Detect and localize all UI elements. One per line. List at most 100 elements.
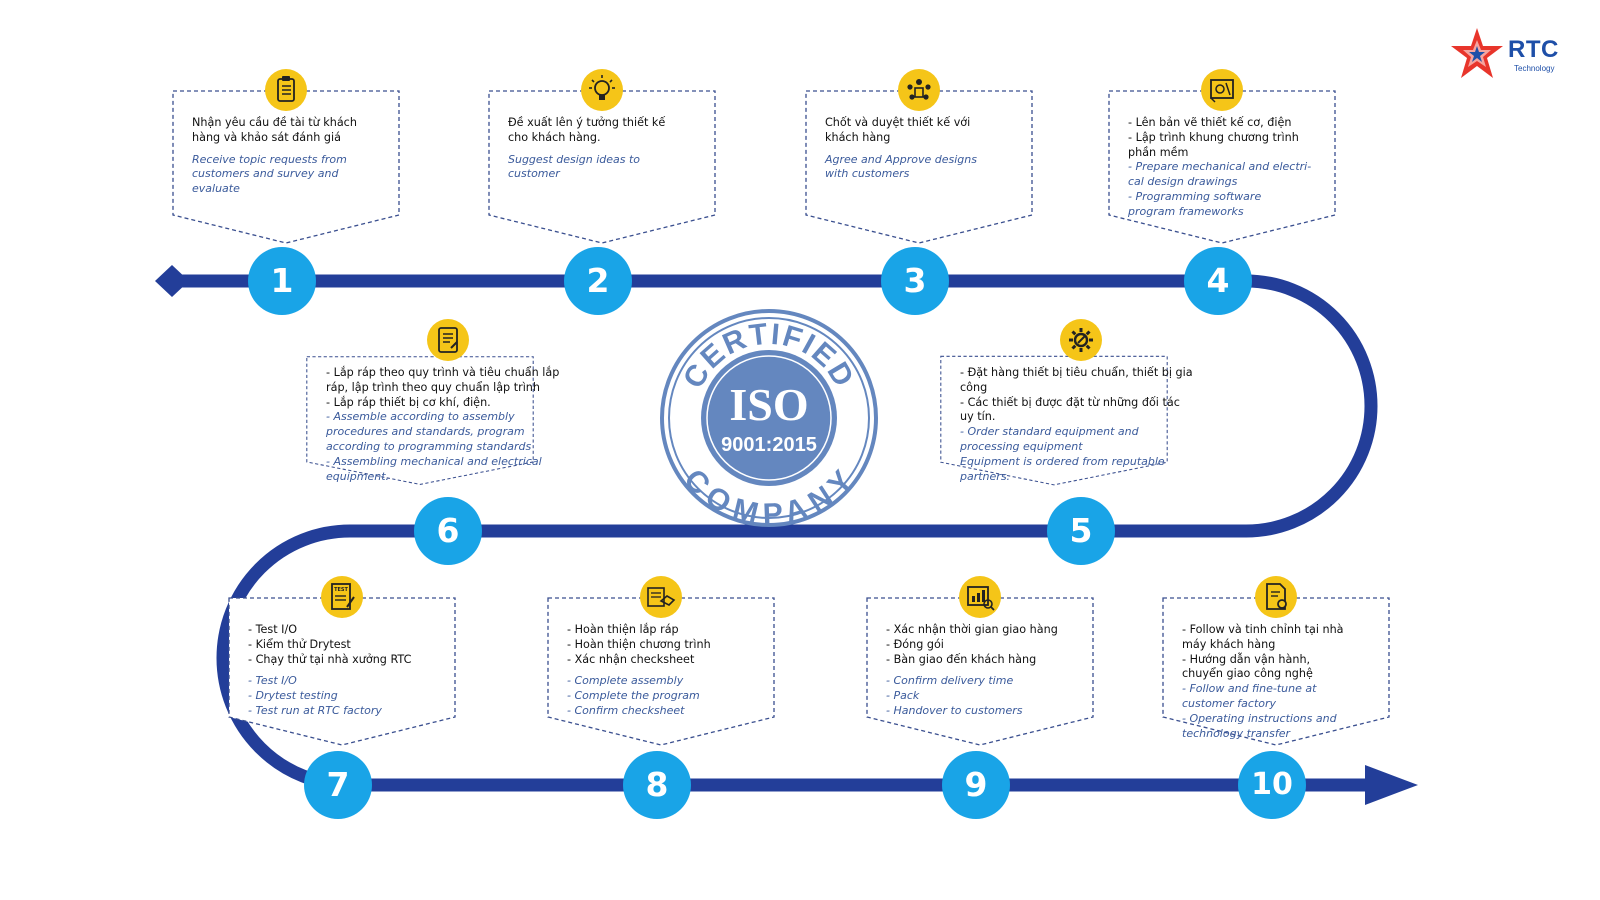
en-line: - Confirm checksheet [567, 704, 685, 718]
vi-line: - Lắp ráp thiết bị cơ khí, điện. [326, 395, 491, 409]
svg-text:TEST: TEST [334, 587, 348, 593]
step-vietnamese-text: - Hoàn thiện lắp ráp- Hoàn thiện chương … [567, 623, 761, 667]
dashed-frame [1108, 90, 1336, 244]
en-line: Equipment is ordered from reputable [960, 454, 1165, 468]
vi-line: - Bàn giao đến khách hàng [886, 652, 1037, 666]
brand-subtitle: Technology [1514, 64, 1555, 73]
dashed-frame [228, 597, 456, 746]
vi-line: - Hoàn thiện lắp ráp [567, 623, 679, 636]
en-line: Agree and Approve designs [825, 152, 977, 166]
step-vietnamese-text: - Lắp ráp theo quy trình và tiêu chuẩn l… [326, 366, 576, 410]
dashed-frame [547, 597, 775, 746]
en-line: evaluate [192, 182, 240, 196]
vi-line: - Test I/O [248, 623, 298, 636]
en-line: - Test I/O [248, 674, 297, 688]
vi-line: uy tín. [960, 410, 996, 424]
vi-line: - Lập trình khung chương trình [1128, 130, 1299, 144]
vi-line: Đề xuất lên ý tưởng thiết kế [508, 116, 666, 129]
lightbulb-idea-icon [580, 68, 624, 112]
en-line: - Confirm delivery time [886, 674, 1014, 688]
step-8-number: 8 [623, 751, 691, 819]
iso-certified-seal: CERTIFIED COMPANY ISO 9001:2015 [660, 309, 878, 531]
en-line: - Follow and fine-tune at [1182, 682, 1317, 696]
star-logo-icon [1451, 28, 1503, 78]
en-line: - Prepare mechanical and electri- [1128, 160, 1312, 174]
en-line: - Assembling mechanical and electrical [326, 454, 542, 468]
en-line: customers and survey and [192, 167, 339, 181]
step-english-text: - Test I/O- Drytest testing- Test run at… [248, 674, 442, 719]
vi-line: khách hàng [825, 130, 891, 144]
gear-wrench-icon [1059, 318, 1103, 362]
vi-line: hàng và khảo sát đánh giá [192, 130, 341, 144]
delivery-report-icon [958, 575, 1002, 619]
en-line: partners. [960, 469, 1011, 483]
en-line: - Drytest testing [248, 689, 338, 703]
vi-line: - Kiểm thử Drytest [248, 637, 351, 651]
step-5-number: 5 [1047, 497, 1115, 565]
en-line: customer [508, 167, 560, 181]
en-line: with customers [825, 167, 910, 181]
en-line: program frameworks [1128, 204, 1244, 218]
vi-line: - Các thiết bị được đặt từ những đối tác [960, 395, 1180, 409]
document-settings-icon [1254, 575, 1298, 619]
step-6-card: - Lắp ráp theo quy trình và tiêu chuẩn l… [306, 319, 590, 502]
vi-line: - Xác nhận thời gian giao hàng [886, 623, 1058, 636]
en-line: - Handover to customers [886, 704, 1023, 718]
vi-line: phần mềm [1128, 145, 1189, 159]
dashed-frame [306, 356, 534, 485]
en-line: - Order standard equipment and [960, 425, 1139, 439]
en-line: - Operating instructions and [1182, 711, 1337, 725]
step-5-card: - Đặt hàng thiết bị tiêu chuẩn, thiết bị… [940, 319, 1222, 502]
step-9-number: 9 [942, 751, 1010, 819]
vi-line: - Đặt hàng thiết bị tiêu chuẩn, thiết bị… [960, 366, 1193, 379]
track-start-diamond [155, 265, 189, 297]
vi-line: - Hoàn thiện chương trình [567, 637, 711, 651]
seal-standard-text: 9001:2015 [721, 434, 817, 456]
vi-line: - Xác nhận checksheet [567, 652, 695, 666]
vi-line: - Chạy thử tại nhà xưởng RTC [248, 652, 412, 666]
step-4-number: 4 [1184, 247, 1252, 315]
en-line: - Assemble according to assembly [326, 410, 515, 424]
en-line: - Programming software [1128, 190, 1262, 204]
team-meeting-icon [897, 68, 941, 112]
rtc-logo: RTC Technology [1448, 26, 1578, 82]
en-line: processing equipment [960, 439, 1083, 453]
dashed-frame [1162, 597, 1390, 746]
step-3-number: 3 [881, 247, 949, 315]
step-vietnamese-text: - Lên bản vẽ thiết kế cơ, điện- Lập trìn… [1128, 116, 1322, 160]
vi-line: - Follow và tinh chỉnh tại nhà [1182, 623, 1344, 636]
en-line: - Complete assembly [567, 674, 684, 688]
vi-line: cho khách hàng. [508, 130, 601, 144]
assembly-document-icon [426, 318, 470, 362]
step-2-number: 2 [564, 247, 632, 315]
dashed-frame [940, 355, 1168, 486]
en-line: equipment. [326, 469, 390, 483]
vi-line: ráp, lập trình theo quy chuẩn lập trình [326, 380, 540, 394]
vi-line: - Đóng gói [886, 637, 944, 651]
vi-line: máy khách hàng [1182, 637, 1276, 651]
en-line: according to programming standards [326, 440, 532, 454]
clipboard-checklist-icon [264, 68, 308, 112]
dashed-frame [172, 90, 400, 244]
step-8-card: - Hoàn thiện lắp ráp- Hoàn thiện chương … [547, 576, 775, 747]
blueprint-drawing-icon [1200, 68, 1244, 112]
step-vietnamese-text: - Xác nhận thời gian giao hàng- Đóng gói… [886, 623, 1080, 667]
timeline-track [170, 274, 1378, 792]
step-english-text: - Prepare mechanical and electri-cal des… [1128, 160, 1322, 219]
step-7-card: TEST- Test I/O- Kiểm thử Drytest- Chạy t… [228, 576, 456, 747]
brand-name: RTC [1508, 36, 1559, 63]
en-line: - Complete the program [567, 689, 700, 703]
step-6-number: 6 [414, 497, 482, 565]
en-line: Suggest design ideas to [508, 152, 641, 166]
